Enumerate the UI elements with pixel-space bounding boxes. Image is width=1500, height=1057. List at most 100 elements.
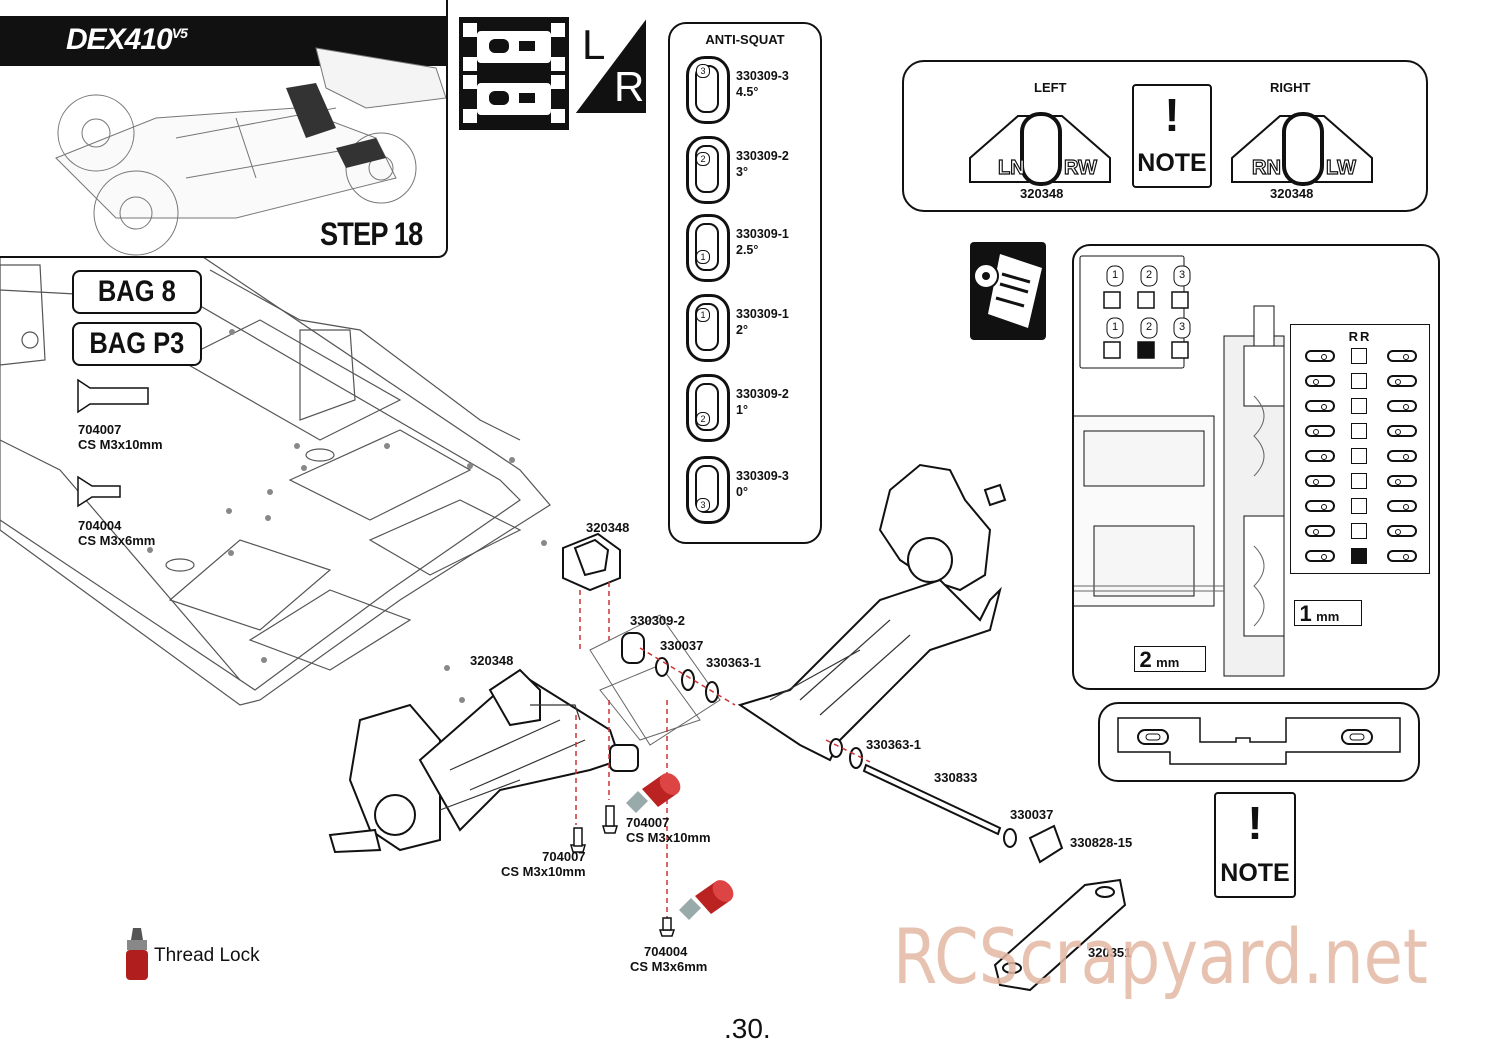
rr-spacing-row: [1291, 522, 1429, 542]
left-letter: L: [582, 21, 606, 68]
header-panel: DEX410V5 STEP 18: [0, 0, 448, 258]
callout-330309-2: 330309-2: [630, 613, 685, 628]
rr-spacing-row: [1291, 422, 1429, 442]
insert-marker: 3: [696, 64, 710, 78]
checkbox: [1351, 498, 1367, 514]
mount-slot-icon: [1387, 350, 1417, 362]
mount-slot-icon: [1387, 400, 1417, 412]
callout-320348-top: 320348: [586, 520, 630, 535]
rr-setup-panel: 1 2 3 1 2 3 RR 1 mm 2 mm: [1072, 244, 1440, 690]
right-part-number: 320348: [1270, 186, 1314, 201]
mount-slot-icon: [1305, 475, 1335, 487]
page-number: .30.: [724, 1013, 771, 1044]
mount-slot-icon: [1387, 475, 1417, 487]
marker-bottom-1: 1: [1111, 321, 1119, 333]
insert-marker: 1: [696, 250, 710, 264]
mount-slot-icon: [1305, 525, 1335, 537]
rr-spacing-row: [1291, 347, 1429, 367]
rr-spacing-row: [1291, 447, 1429, 467]
thread-lock-bottle-icon: [679, 880, 734, 920]
marker-top-1: 1: [1111, 269, 1119, 281]
marker-bottom-2: 2: [1145, 321, 1153, 333]
right-letter: R: [614, 63, 645, 110]
left-part-number: 320348: [1020, 186, 1064, 201]
step-label: STEP 18: [320, 216, 423, 252]
callout-330833: 330833: [934, 770, 978, 785]
rr-spacing-row: [1291, 472, 1429, 492]
mount-slot-icon: [1305, 450, 1335, 462]
mount-orientation-panel: LEFT LN RW 320348 ! NOTE RIGHT RN LW 320…: [902, 60, 1428, 212]
mount-slot-icon: [1387, 500, 1417, 512]
right-title: RIGHT: [1270, 80, 1311, 95]
note-box: ! NOTE: [1132, 84, 1212, 188]
mount-slot-icon: [1305, 550, 1335, 562]
insert-marker: 2: [696, 152, 710, 166]
insert-marker: 2: [696, 412, 710, 426]
callout-320351: 320351: [1088, 945, 1132, 960]
mount-slot-icon: [1305, 400, 1335, 412]
checkbox: [1351, 448, 1367, 464]
insert-icon: [686, 294, 730, 362]
anti-squat-title: ANTI-SQUAT: [705, 32, 785, 47]
right-mount-icon: RN LW: [1230, 108, 1374, 186]
watermark: RCScrapyard.net: [893, 912, 1428, 1001]
insert-icon: [686, 136, 730, 204]
setup-sheet-icon: [970, 242, 1046, 340]
insert-icon: [686, 456, 730, 524]
car-overview-sketch: [55, 47, 446, 256]
selected-checkbox: [1351, 548, 1367, 564]
rr-spacing-row: [1291, 372, 1429, 392]
checkbox: [1351, 373, 1367, 389]
marker-bottom-3: 3: [1178, 321, 1186, 333]
insert-marker: 3: [696, 498, 710, 512]
mount-slot-icon: [1387, 425, 1417, 437]
callout-330363-1-b: 330363-1: [866, 737, 921, 752]
thread-lock-bottle-icon: [626, 773, 681, 813]
mount-slot-icon: [1387, 525, 1417, 537]
callout-330037-b: 330037: [1010, 807, 1054, 822]
checkbox: [1351, 473, 1367, 489]
rr-spacing-row: [1291, 547, 1429, 567]
callout-330363-1-a: 330363-1: [706, 655, 761, 670]
left-title: LEFT: [1034, 80, 1067, 95]
callout-330037-a: 330037: [660, 638, 704, 653]
rr-spacing-row: [1291, 497, 1429, 517]
left-right-icon: L R: [574, 17, 646, 113]
left-mount-icon: LN RW: [968, 108, 1112, 186]
callout-330828-15: 330828-15: [1070, 835, 1133, 850]
bag-8-label: BAG 8: [72, 270, 202, 314]
checkbox: [1351, 423, 1367, 439]
mount-slot-icon: [1387, 375, 1417, 387]
mount-slot-icon: [1305, 500, 1335, 512]
rear-chassis-closeup: [1074, 255, 1285, 677]
thread-lock-label: Thread Lock: [154, 945, 260, 966]
rr-spacing-row: [1291, 397, 1429, 417]
rr-title: RR: [1348, 329, 1372, 344]
mount-shape-panel: [1098, 702, 1420, 782]
mount-slot-icon: [1305, 375, 1335, 387]
marker-top-3: 3: [1178, 269, 1186, 281]
note-box-2: ! NOTE: [1214, 792, 1296, 898]
insert-marker: 1: [696, 308, 710, 322]
mount-slot-icon: [1305, 350, 1335, 362]
insert-icon: [686, 374, 730, 442]
mount-slot-icon: [1387, 450, 1417, 462]
checkbox: [1351, 523, 1367, 539]
mount-slot-icon: [1305, 425, 1335, 437]
insert-icon: [686, 214, 730, 282]
spacing-1mm: 1 mm: [1294, 600, 1362, 626]
rr-spacing-table: RR: [1290, 324, 1430, 574]
mount-slot-icon: [1387, 550, 1417, 562]
checkbox: [1351, 348, 1367, 364]
